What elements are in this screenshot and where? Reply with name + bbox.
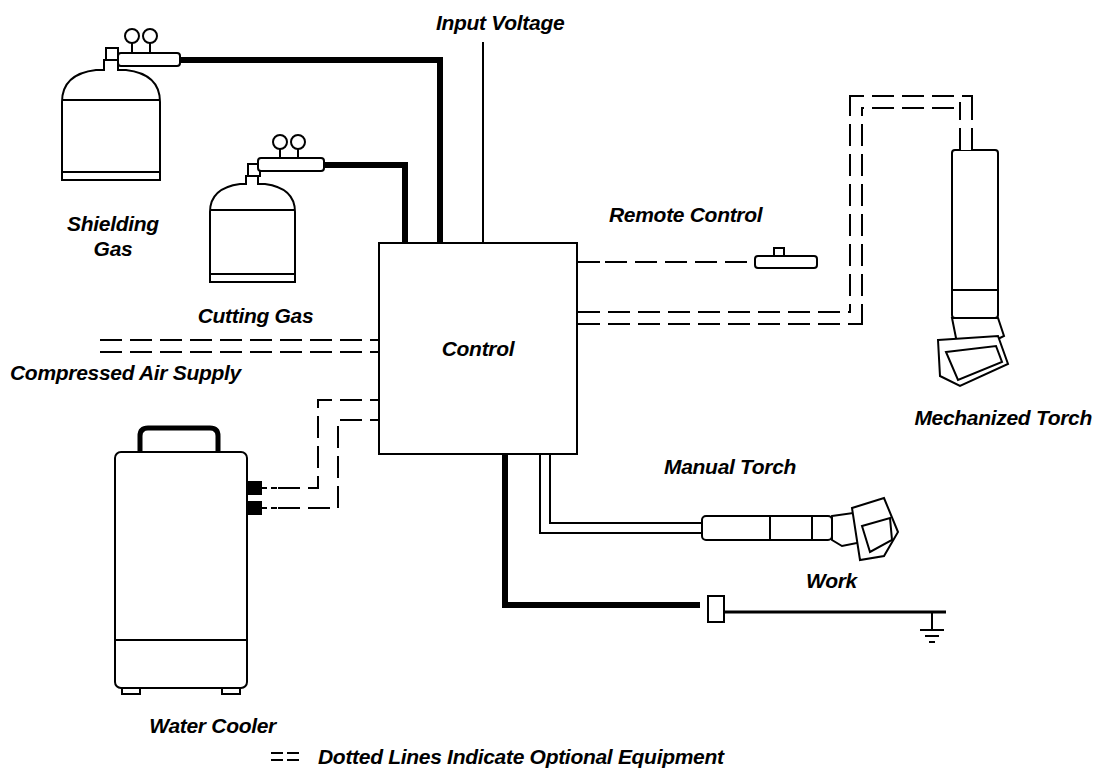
legend-sample-line [271,759,299,761]
connector [278,400,378,488]
remote-pendant [605,261,755,263]
input-wire [482,42,484,242]
gas-cylinder [210,209,295,211]
connector-line [278,420,378,508]
water-cooler-unit [222,688,240,694]
manual-torch-body [862,518,892,552]
gas-cylinder [62,29,190,180]
free-label: Input Voltage [436,10,564,35]
connector-line [190,60,440,242]
work-piece [925,635,939,637]
gas-cylinder [273,135,287,149]
manual-torch-body [702,516,832,540]
equipment-node: Water Cooler [108,426,278,740]
equipment-node: Work [700,566,956,646]
connector-line [578,102,966,318]
connector-line [278,400,378,488]
node-label: Water Cooler [149,713,276,738]
legend-row: Dotted Lines Indicate Optional Equipment [270,744,724,769]
connector [578,102,966,318]
input-wire [483,42,484,242]
legend-text: Dotted Lines Indicate Optional Equipment [318,744,724,769]
mechanized-torch-body [938,336,1008,386]
gas-cylinder [180,57,190,63]
equipment-node: Remote Control [605,198,820,274]
remote-pendant [774,248,784,256]
gas-cylinder [62,99,160,101]
water-cooler-unit [115,452,247,688]
connector [190,60,440,242]
connector-line [578,261,605,263]
gas-cylinder [118,53,180,66]
gas-cylinder [258,158,324,171]
node-label: Cutting Gas [198,303,314,328]
connector [578,262,605,263]
control-box: Control [378,242,578,455]
node-label: Work [806,568,857,593]
gas-cylinder [106,48,118,60]
free-label: Compressed Air Supply [10,360,241,385]
manual-torch-body [811,516,813,540]
manual-torch-body [769,516,771,540]
mechanized-torch-body [938,150,1008,386]
gas-cylinder [210,135,333,282]
water-cooler-unit [247,482,261,494]
remote-pendant [605,248,817,268]
water-cooler-unit [140,428,218,452]
node-label: Mechanized Torch [914,405,1092,430]
water-cooler-unit [115,639,247,641]
gas-cylinder [324,162,333,168]
work-piece [920,629,944,631]
water-cooler-unit [247,502,261,514]
connector-line [333,165,405,242]
connector [278,420,378,508]
connector [545,455,660,528]
gas-cylinder [143,29,157,43]
manual-torch-body [660,498,898,560]
work-piece [724,611,946,614]
water-cooler-unit [115,428,278,694]
manual-torch-body [852,498,898,560]
air-supply-line [100,340,378,352]
air-supply-line [100,339,378,341]
legend-sample-line [271,752,299,754]
mechanized-torch-body [952,150,998,318]
node-label: Manual Torch [664,454,796,479]
node-label: Remote Control [609,202,762,227]
water-cooler-unit [261,507,278,509]
air-supply-line [100,351,378,353]
equipment-node: Manual Torch [660,450,902,565]
mechanized-torch-body [946,346,1002,380]
gas-cylinder [125,29,139,43]
equipment-node: Mechanized Torch [868,150,1096,432]
connector-line [545,455,660,528]
gas-cylinder [62,60,160,180]
gas-cylinder [291,135,305,149]
connector [333,165,405,242]
equipment-node: Cutting Gas [178,130,333,330]
gas-cylinder [210,273,295,275]
work-piece [708,596,946,642]
manual-torch-body [660,532,702,534]
mechanized-torch-body [952,289,998,291]
work-piece [929,641,935,643]
water-cooler-unit [122,688,140,694]
connector-line [578,102,966,318]
node-label: Control [442,336,515,361]
work-piece [931,612,933,630]
legend-sample [270,749,300,765]
manual-torch-body [660,522,702,524]
water-cooler-unit [261,487,278,489]
gas-cylinder [210,176,295,282]
gas-cylinder [62,171,160,173]
connector-line [545,455,660,528]
work-piece [708,596,724,622]
equipment-node: Shielding Gas [55,25,190,265]
remote-pendant [755,256,817,268]
node-label: Shielding Gas [57,211,169,261]
